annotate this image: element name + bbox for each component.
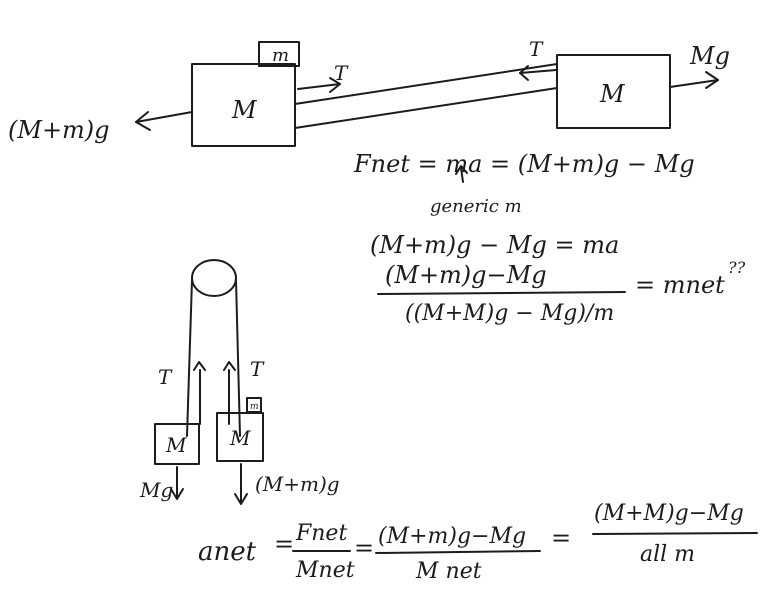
frac3-denominator: all m — [640, 542, 695, 567]
left-force-arrow — [135, 111, 193, 123]
small-block-m — [258, 41, 300, 67]
pulley-left-weight: Mg — [139, 478, 173, 502]
fnet-equation: Fnet = ma = (M+m)g − Mg — [353, 150, 695, 178]
eq-sign-1: = — [274, 530, 294, 558]
pulley-system: T T M M m Mg (M+m)g — [139, 259, 340, 505]
pulley-left-block-label: M — [165, 433, 187, 457]
eq-sign-3: = — [551, 524, 571, 552]
left-force-label: (M+m)g — [8, 116, 110, 144]
right-force-label: Mg — [689, 42, 730, 70]
left-force-arrowhead — [135, 111, 151, 131]
fraction-bar — [377, 291, 626, 295]
right-block-label: M — [599, 80, 626, 108]
frac2-bar — [375, 550, 541, 554]
left-weight-arrowhead — [170, 488, 184, 500]
pulley-small-block — [246, 397, 262, 413]
frac3-bar — [592, 532, 758, 535]
tension-right-label: T — [529, 37, 544, 61]
rope-left-outer — [186, 279, 193, 437]
equations: Fnet = ma = (M+m)g − Mg generic m (M+m)g… — [353, 150, 746, 326]
pulley-left-block — [154, 423, 200, 465]
tension-left-arrow — [297, 83, 341, 90]
pulley-right-tension: T — [250, 357, 265, 381]
generic-note: generic m — [430, 196, 522, 217]
pulley-wheel — [191, 259, 237, 297]
right-weight-arrowhead — [234, 493, 248, 505]
left-block-label: M — [231, 96, 258, 124]
tension-right-arrowhead — [519, 65, 529, 81]
frac3-numerator: (M+M)g−Mg — [594, 501, 744, 526]
pulley-right-block-label: M — [229, 426, 251, 450]
frac1-denominator: Mnet — [295, 558, 355, 583]
pulley-left-tension: T — [158, 365, 173, 389]
tension-left-label: T — [334, 61, 349, 85]
string-bottom — [294, 63, 558, 105]
frac1-numerator: Fnet — [295, 521, 347, 546]
pulley-right-weight: (M+m)g — [255, 472, 340, 496]
generic-pointer-head — [455, 165, 468, 175]
left-tension-arrowhead — [193, 361, 206, 371]
tension-right-arrow — [519, 69, 557, 74]
frac2-denominator: M net — [415, 559, 482, 584]
fraction-numerator: (M+m)g−Mg — [385, 261, 547, 289]
right-force-arrow — [669, 79, 719, 88]
pulley-small-block-label: m — [250, 402, 259, 412]
fraction-result: = mnet — [635, 271, 725, 299]
right-block-M — [556, 54, 671, 129]
anet-label: anet — [198, 537, 257, 567]
right-force-arrowhead — [705, 71, 719, 89]
top-system: M m M (M+m)g T T Mg — [8, 37, 730, 147]
string-top — [294, 87, 558, 129]
fraction-denominator: ((M+M)g − Mg)/m — [405, 301, 614, 326]
tension-left-arrowhead — [329, 77, 341, 93]
generic-pointer-arrow — [460, 167, 464, 183]
bottom-equation: anet = Fnet Mnet = (M+m)g−Mg M net = (M+… — [198, 501, 758, 584]
question-marks: ?? — [728, 258, 746, 277]
rope-right-outer — [235, 279, 241, 437]
small-block-label: m — [272, 45, 289, 66]
eq-sign-2: = — [354, 534, 374, 562]
equation-line2: (M+m)g − Mg = ma — [370, 231, 619, 259]
pulley-right-block — [216, 412, 264, 462]
frac2-numerator: (M+m)g−Mg — [378, 524, 526, 549]
right-tension-arrowhead — [223, 361, 236, 371]
